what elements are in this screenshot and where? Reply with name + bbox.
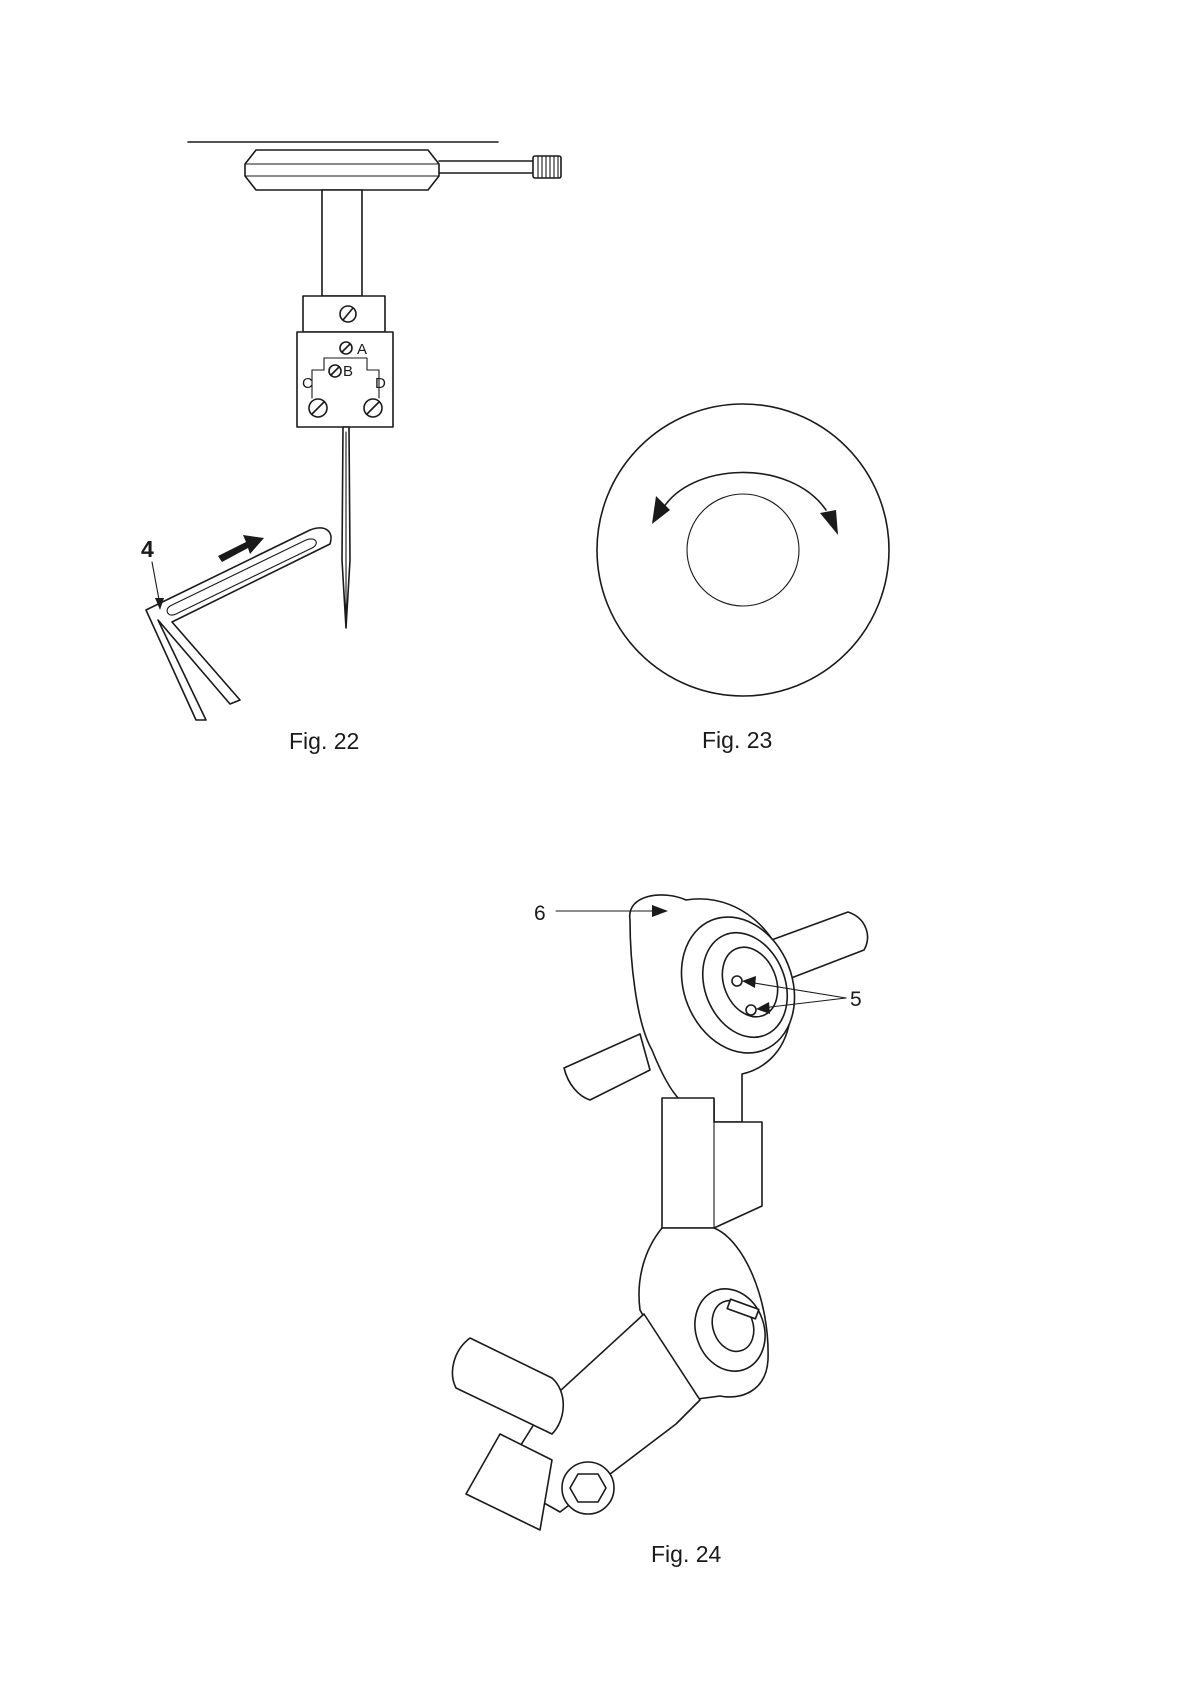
clamp-screw-right-icon [364, 399, 382, 417]
left-shaft [564, 1034, 650, 1100]
collar-screw-icon [340, 306, 356, 322]
fig24-illustration [452, 895, 867, 1530]
screw-a-icon [340, 342, 352, 354]
part-label-b: B [343, 363, 353, 380]
connecting-rod [662, 1098, 762, 1228]
part-label-c: C [302, 375, 313, 392]
set-screw-1-icon [732, 976, 742, 986]
looper-hook [146, 528, 331, 720]
fig23-caption: Fig. 23 [702, 727, 772, 753]
fig23-illustration [597, 404, 889, 696]
dial-gauge-body [245, 150, 439, 190]
part-label-a: A [357, 341, 367, 358]
set-screw-2-icon [746, 1005, 756, 1015]
lower-shaft [452, 1338, 563, 1434]
clamp-screw-left-icon [309, 399, 327, 417]
screw-b-icon [329, 365, 341, 377]
fig22-illustration [146, 142, 561, 720]
part-label-d: D [375, 375, 386, 392]
handwheel-outer [597, 404, 889, 696]
fig22-callout-4: 4 [141, 536, 154, 562]
fig24-caption: Fig. 24 [651, 1541, 722, 1567]
fig24-callout-6: 6 [534, 902, 546, 925]
fig24-callout-5: 5 [850, 988, 862, 1011]
gauge-knob [533, 156, 561, 178]
needle-bar [322, 190, 362, 296]
fig22-caption: Fig. 22 [289, 728, 359, 754]
